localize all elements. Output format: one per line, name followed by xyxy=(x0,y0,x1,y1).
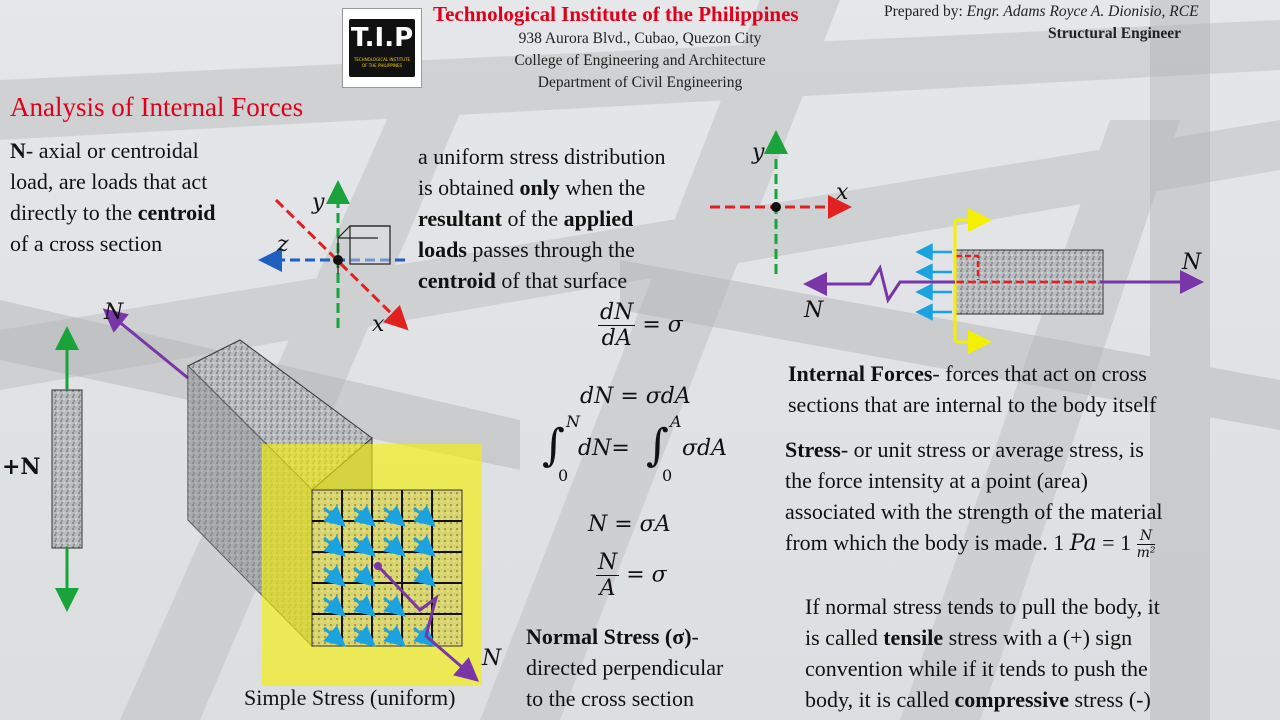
int-upper-n: N xyxy=(566,412,580,431)
eq-A: A xyxy=(599,576,616,601)
normal-stress-definition: Normal Stress (σ)- directed perpendicula… xyxy=(526,621,796,714)
n-def-line3b: centroid xyxy=(137,200,216,225)
institute-address: 938 Aurora Blvd., Cubao, Quezon City xyxy=(518,30,762,47)
eq-dN: dN xyxy=(598,300,636,326)
internal-line1: - forces that act on cross xyxy=(932,361,1147,386)
label-N-bar-left: N xyxy=(804,298,824,323)
uniform-line4a: loads xyxy=(418,237,467,262)
department-name: Department of Civil Engineering xyxy=(537,74,743,91)
uniform-line2a: is obtained xyxy=(418,175,520,200)
normal-line4b: compressive xyxy=(954,687,1069,712)
uniform-line4b: passes through the xyxy=(466,237,635,262)
unit-den: m² xyxy=(1136,545,1156,562)
axis-label-z: z xyxy=(277,232,289,257)
axis-label-x-right: x xyxy=(836,180,849,205)
label-N-right: N xyxy=(1182,250,1202,275)
normal-line4c: stress (-) xyxy=(1068,687,1151,712)
eq-dA: dA xyxy=(601,326,632,351)
normal-line3: convention while if it tends to push the xyxy=(805,656,1148,681)
axis-label-y-right: y xyxy=(752,140,765,165)
uniform-line1: a uniform stress distribution xyxy=(418,144,666,169)
int-right: σdA xyxy=(682,436,727,461)
normal-stress-sign-text: If normal stress tends to pull the body,… xyxy=(805,591,1280,715)
int-lower-right: 0 xyxy=(662,466,673,485)
normal-stress-term: Normal Stress (σ) xyxy=(526,624,692,649)
normal-line1: If normal stress tends to pull the body,… xyxy=(805,594,1160,619)
block-3d-diagram xyxy=(102,308,482,686)
bar-section-diagram xyxy=(803,208,1204,354)
n-def-line4: of a cross section xyxy=(10,231,163,256)
logo-subtext: TECHNOLOGICAL INSTITUTE OF THE PHILIPPIN… xyxy=(353,57,411,68)
uniform-line2b: only xyxy=(519,175,560,200)
stress-definition: Stress- or unit stress or average stress… xyxy=(785,434,1280,561)
n-term: N xyxy=(10,138,26,163)
equation-integral: ∫ N 0 dN= ∫ A 0 σdA xyxy=(542,412,727,485)
college-name: College of Engineering and Architecture xyxy=(514,52,766,69)
int-upper-a: A xyxy=(670,412,682,431)
axis-label-x-left: x xyxy=(372,312,385,337)
caption-simple-stress: Simple Stress (uniform) xyxy=(244,685,456,710)
axes-3d xyxy=(258,180,409,331)
label-N-block: N xyxy=(482,646,502,671)
eq-N: N xyxy=(596,550,620,576)
logo-text: T.I.P xyxy=(350,23,414,53)
stress-line3: associated with the strength of the mate… xyxy=(785,499,1163,524)
int-left: dN= xyxy=(578,436,630,461)
n-definition: N- axial or centroidal load, are loads t… xyxy=(10,135,310,259)
normal-stress-line3: to the cross section xyxy=(526,686,695,711)
eq1-rhs: = σ xyxy=(642,312,683,338)
axis-label-y-left: y xyxy=(312,190,325,215)
normal-line2c: stress with a (+) sign xyxy=(943,625,1133,650)
internal-line2: sections that are internal to the body i… xyxy=(788,392,1157,417)
normal-stress-line2: directed perpendicular xyxy=(526,655,724,680)
internal-forces-text: Internal Forces- forces that act on cros… xyxy=(788,358,1268,420)
tip-logo: T.I.P TECHNOLOGICAL INSTITUTE OF THE PHI… xyxy=(342,8,422,88)
int-lower-left: 0 xyxy=(558,466,569,485)
stress-eq: = 1 xyxy=(1102,530,1132,555)
label-plus-n: +N xyxy=(2,454,41,480)
uniform-line5a: centroid xyxy=(418,268,496,293)
n-def-line1: - axial or centroidal xyxy=(25,138,199,163)
n-def-line2: load, are loads that act xyxy=(10,169,208,194)
uniform-line2c: when the xyxy=(559,175,646,200)
stress-term: Stress xyxy=(785,437,841,462)
vertical-bar-diagram xyxy=(51,326,83,612)
equation-force: N = σA xyxy=(588,512,671,537)
eq5-rhs: = σ xyxy=(626,562,667,588)
institute-name: Technological Institute of the Philippin… xyxy=(433,2,799,26)
axes-2d xyxy=(710,130,852,274)
stress-line1: - or unit stress or average stress, is xyxy=(840,437,1144,462)
unit-num: N xyxy=(1136,528,1156,546)
author-title: Structural Engineer xyxy=(1048,25,1182,42)
stress-line4: from which the body is made. 1 xyxy=(785,530,1065,555)
label-N-top-left: N xyxy=(104,300,124,325)
prepared-by: Prepared by: Engr. Adams Royce A. Dionis… xyxy=(884,3,1199,21)
prepared-label: Prepared by: xyxy=(884,3,963,20)
normal-line2b: tensile xyxy=(883,625,944,650)
uniform-line3c: applied xyxy=(563,206,634,231)
stress-pa: Pa xyxy=(1069,531,1097,556)
uniform-line5b: of that surface xyxy=(495,268,628,293)
stress-line2: the force intensity at a point (area) xyxy=(785,468,1088,493)
internal-term: Internal Forces xyxy=(788,361,933,386)
page-title: Analysis of Internal Forces xyxy=(10,92,304,122)
uniform-stress-text: a uniform stress distribution is obtaine… xyxy=(418,141,758,296)
normal-stress-line1: - xyxy=(691,624,699,649)
normal-line4a: body, it is called xyxy=(805,687,955,712)
equation-dN: dN = σdA xyxy=(580,384,691,409)
uniform-line3a: resultant xyxy=(418,206,502,231)
normal-line2a: is called xyxy=(805,625,884,650)
author-name: Engr. Adams Royce A. Dionisio, RCE xyxy=(966,3,1199,20)
uniform-line3b: of the xyxy=(501,206,564,231)
n-def-line3a: directly to the xyxy=(10,200,138,225)
